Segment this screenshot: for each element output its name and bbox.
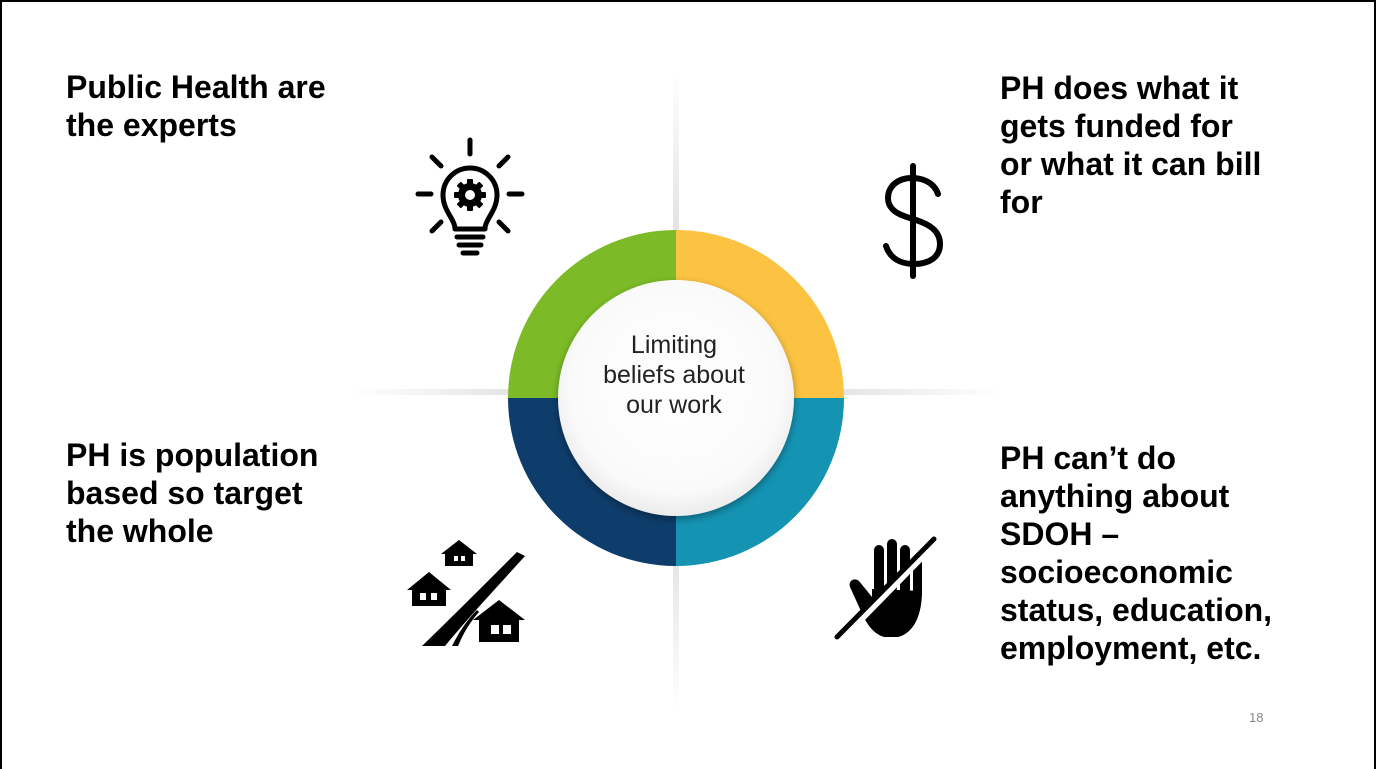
text-line: Public Health are [66,69,326,105]
center-label-line: Limiting [630,331,718,359]
houses-road-icon [407,540,525,646]
text-line: PH can’t do [1000,440,1177,476]
donut-ring [508,230,844,566]
text-line: socioeconomic [1000,554,1233,590]
text-line: gets funded for [1000,108,1233,144]
quadrant-top-left-text: Public Health are the experts [66,68,406,144]
text-line: PH is population [66,437,319,473]
hand-crossed-out-icon [834,536,940,643]
quadrant-bottom-right-text: PH can’t do anything about SDOH – socioe… [1000,439,1360,667]
donut-segment-top-left [508,230,676,398]
quadrant-top-right-text: PH does what it gets funded for or what … [1000,69,1340,221]
text-line: PH does what it [1000,70,1239,106]
text-line: or what it can bill [1000,146,1262,182]
center-label: Limiting beliefs about our work [559,330,789,420]
donut-segment-bottom-right [676,398,844,566]
text-line: for [1000,184,1043,220]
text-line: employment, etc. [1000,630,1262,666]
text-line: status, education, [1000,592,1273,628]
text-line: based so target [66,475,303,511]
donut-segment-top-right [676,230,844,398]
donut-center [558,280,794,516]
lightbulb-gear-icon [415,137,525,256]
donut-segment-bottom-left [508,398,676,566]
text-line: anything about [1000,478,1230,514]
text-line: the experts [66,107,237,143]
quadrant-bottom-left-text: PH is population based so target the who… [66,436,386,550]
dollar-sign-icon [883,163,944,279]
slide-number: 18 [1249,710,1264,725]
center-label-line: beliefs about [603,361,745,389]
center-label-line: our work [626,391,722,419]
text-line: SDOH – [1000,516,1120,552]
text-line: the whole [66,513,214,549]
